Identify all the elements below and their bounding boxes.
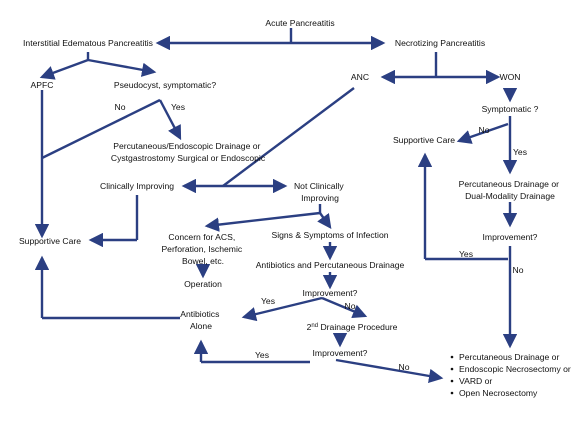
edge-to-pseudocyst — [87, 58, 157, 77]
nodes: Acute Pancreatitis Interstitial Edematou… — [19, 18, 571, 398]
node-second-drainage: 2nd Drainage Procedure — [307, 322, 398, 332]
edge-to-apfc — [39, 58, 89, 80]
label-improvement-middle-yes: Yes — [261, 296, 275, 306]
node-clinically-improving: Clinically Improving — [100, 181, 174, 191]
node-necrotizing: Necrotizing Pancreatitis — [395, 38, 485, 48]
final-option: VARD or — [459, 376, 492, 386]
node-antibiotics-drainage: Antibiotics and Percutaneous Drainage — [256, 260, 405, 270]
label-improvement-middle-no: No — [345, 301, 356, 311]
node-operation: Operation — [184, 279, 222, 289]
edge-to-signs — [317, 212, 332, 229]
label-improvement-right-yes: Yes — [459, 249, 473, 259]
bullet-icon — [450, 379, 454, 383]
label-symptomatic-yes: Yes — [513, 147, 527, 157]
node-supportive-care-right: Supportive Care — [393, 135, 455, 145]
node-symptomatic: Symptomatic ? — [482, 104, 539, 114]
label-improvement-bottom-no: No — [399, 362, 410, 372]
node-won: WON — [499, 72, 520, 82]
edge-anc-diagonal — [222, 87, 355, 187]
edge-improvement-bottom-no — [335, 358, 444, 384]
final-option: Percutaneous Drainage or — [459, 352, 559, 362]
edges — [34, 28, 518, 384]
node-perc-dual: Percutaneous Drainage or Dual-Modality D… — [459, 179, 562, 201]
bullet-icon — [450, 367, 454, 371]
edge-to-concern — [204, 211, 321, 232]
node-not-improving: Not Clinically Improving — [294, 181, 346, 203]
edge-pseudocyst-yes — [158, 99, 182, 141]
node-improvement-right: Improvement? — [483, 232, 538, 242]
node-anc: ANC — [351, 72, 369, 82]
node-concern: Concern for ACS, Perforation, Ischemic B… — [161, 232, 244, 266]
edge-labels: No Yes No Yes Yes No Yes No Yes No — [115, 102, 528, 372]
node-signs-symptoms: Signs & Symptoms of Infection — [271, 230, 388, 240]
bullet-icon — [450, 355, 454, 359]
label-improvement-right-no: No — [513, 265, 524, 275]
final-option: Endoscopic Necrosectomy or — [459, 364, 571, 374]
bullet-icon — [450, 391, 454, 395]
label-pseudocyst-no: No — [115, 102, 126, 112]
edge-symptomatic-no — [456, 122, 509, 144]
node-acute-pancreatitis: Acute Pancreatitis — [265, 18, 334, 28]
final-option: Open Necrosectomy — [459, 388, 538, 398]
label-symptomatic-no: No — [479, 125, 490, 135]
label-improvement-bottom-yes: Yes — [255, 350, 269, 360]
node-final-options: Percutaneous Drainage or Endoscopic Necr… — [450, 352, 571, 398]
edge-improvement-middle-yes — [241, 296, 323, 322]
label-pseudocyst-yes: Yes — [171, 102, 185, 112]
edge-pseudocyst-no — [41, 98, 161, 160]
node-supportive-care-left: Supportive Care — [19, 236, 81, 246]
node-antibiotics-alone: Antibiotics Alone — [180, 309, 222, 331]
node-improvement-bottom: Improvement? — [313, 348, 368, 358]
edge-improvement-middle-no — [321, 296, 368, 319]
node-interstitial: Interstitial Edematous Pancreatitis — [23, 38, 153, 48]
node-improvement-middle: Improvement? — [303, 288, 358, 298]
node-apfc: APFC — [31, 80, 54, 90]
node-pseudocyst: Pseudocyst, symptomatic? — [114, 80, 216, 90]
node-drainage: Percutaneous/Endoscopic Drainage or Cyst… — [111, 141, 266, 163]
